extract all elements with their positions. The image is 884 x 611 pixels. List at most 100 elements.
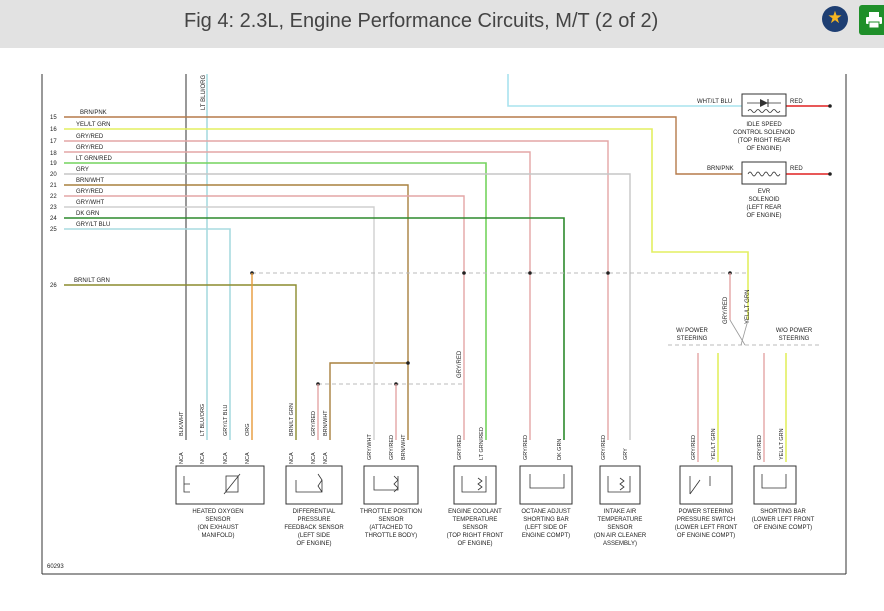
wire-label-21: BRN/WHT <box>76 178 104 184</box>
print-button[interactable] <box>859 5 884 35</box>
idle-solenoid-diode <box>760 99 768 107</box>
wire-label-24: DK GRN <box>76 211 99 217</box>
nca-2: NCA <box>200 452 206 464</box>
wire-21 <box>64 184 409 440</box>
shorting-bar-box <box>753 465 797 505</box>
label-red-evr: RED <box>790 166 803 172</box>
pin-label-octane-1: GRY/RED <box>523 435 529 460</box>
nca-4: NCA <box>245 452 251 464</box>
wire-20 <box>64 173 631 440</box>
label-yel-lt-grn-ps: YEL/LT GRN <box>745 290 751 324</box>
wire-16 <box>64 128 749 320</box>
pin-label-iat-1: GRY/RED <box>601 435 607 460</box>
idle-label-1: IDLE SPEED <box>746 122 782 128</box>
wire-num-23: 23 <box>50 205 57 211</box>
pin-label-ho2s-1: BLK/WHT <box>179 411 185 436</box>
octane-label-2: SHORTING BAR <box>523 517 569 523</box>
tps-symbol <box>373 475 399 493</box>
ect-label-1: ENGINE COOLANT <box>448 509 502 515</box>
junction-dot <box>828 172 832 176</box>
shorting-bar-symbol <box>761 474 787 489</box>
pin-label-octane-2: DK GRN <box>557 439 563 460</box>
label-brn-pnk-evr: BRN/PNK <box>707 166 734 172</box>
ect-label-5: OF ENGINE) <box>457 541 492 547</box>
evr-solenoid-winding <box>747 171 781 177</box>
iat-symbol <box>607 476 631 493</box>
iat-label-5: ASSEMBLY) <box>603 541 637 547</box>
pin-label-ho2s-2: LT BLU/ORG <box>200 404 206 436</box>
wo-power-1: W/O POWER <box>776 328 813 334</box>
ho2s-label-1: HEATED OXYGEN <box>192 509 243 515</box>
label-red-idle: RED <box>790 99 803 105</box>
pin-label-psps-1: GRY/RED <box>691 435 697 460</box>
evr-label-3: (LEFT REAR <box>747 205 783 211</box>
pin-label-tps-3: BRN/WHT <box>401 434 407 460</box>
pin-label-dpfe-2: GRY/RED <box>311 411 317 436</box>
junction-dot <box>528 271 532 275</box>
octane-label-1: OCTANE ADJUST <box>521 509 571 515</box>
wire-22 <box>64 195 465 440</box>
wire-num-26: 26 <box>50 283 57 289</box>
wire-num-17: 17 <box>50 139 57 145</box>
figure-code: 60293 <box>47 564 64 570</box>
idle-label-3: (TOP RIGHT REAR <box>738 138 791 144</box>
iat-label-1: INTAKE AIR <box>604 509 637 515</box>
ect-box <box>453 465 497 505</box>
nca-5: NCA <box>289 452 295 464</box>
evr-label-2: SOLENOID <box>748 197 780 203</box>
psps-label-4: OF ENGINE COMPT) <box>677 533 735 539</box>
ect-label-3: SENSOR <box>462 525 488 531</box>
wire-23 <box>64 206 375 440</box>
junction-dot <box>406 361 410 365</box>
pin-label-tps-2: GRY/RED <box>389 435 395 460</box>
ho2s-heater-symbol <box>183 476 190 493</box>
sb-label-2: (LOWER LEFT FRONT <box>752 517 815 523</box>
wire-label-18: GRY/RED <box>76 145 104 151</box>
wire-25 <box>64 228 231 440</box>
pin-label-tps-1: GRY/WHT <box>367 433 373 460</box>
psps-label-1: POWER STEERING <box>678 509 733 515</box>
wire-label-19: LT GRN/RED <box>76 156 112 162</box>
nca-1: NCA <box>179 452 185 464</box>
wire-19 <box>64 162 487 440</box>
iat-label-3: SENSOR <box>607 525 633 531</box>
tps-label-2: SENSOR <box>378 517 404 523</box>
wire-label-22: GRY/RED <box>76 189 104 195</box>
ho2s-label-3: (ON EXHAUST <box>197 525 238 531</box>
wire-num-15: 15 <box>50 115 57 121</box>
evr-solenoid-box <box>741 161 787 185</box>
wire-num-22: 22 <box>50 194 57 200</box>
pin-label-ho2s-3: GRY/LT BLU <box>223 404 229 436</box>
wire-num-18: 18 <box>50 151 57 157</box>
dpfe-symbol <box>295 473 323 493</box>
psps-switch-symbol <box>689 476 711 495</box>
psps-box <box>679 465 733 505</box>
diagram-canvas: 60293 LT BLU/ORG WHT/LT BLU RED IDLE SPE… <box>41 74 847 575</box>
pin-label-dpfe-3: BRN/WHT <box>323 410 329 436</box>
wire-num-24: 24 <box>50 216 57 222</box>
label-wht-lt-blu: WHT/LT BLU <box>697 99 732 105</box>
iat-box <box>599 465 641 505</box>
evr-label-1: EVR <box>758 189 771 195</box>
wire-15 <box>64 116 742 175</box>
ect-symbol <box>461 476 487 493</box>
wire-label-17: GRY/RED <box>76 134 104 140</box>
wire-label-16: YEL/LT GRN <box>76 122 110 128</box>
page-title: Fig 4: 2.3L, Engine Performance Circuits… <box>184 10 659 32</box>
ps-split-diag <box>729 319 746 346</box>
wire-18 <box>64 151 531 440</box>
wire-label-26: BRN/LT GRN <box>74 278 110 284</box>
dpfe-label-5: OF ENGINE) <box>296 541 331 547</box>
wire-label-23: GRY/WHT <box>76 200 105 206</box>
favorite-button[interactable]: ★ <box>822 6 848 32</box>
ho2s-box <box>175 465 265 505</box>
star-icon: ★ <box>827 8 843 27</box>
label-lt-blu-org-top: LT BLU/ORG <box>201 75 207 110</box>
sb-label-1: SHORTING BAR <box>760 509 806 515</box>
wire-num-19: 19 <box>50 161 57 167</box>
octane-symbol <box>529 474 565 489</box>
w-power-2: STEERING <box>677 336 708 342</box>
wire-label-25: GRY/LT BLU <box>76 222 110 228</box>
psps-label-2: PRESSURE SWITCH <box>677 517 735 523</box>
wire-num-16: 16 <box>50 127 57 133</box>
